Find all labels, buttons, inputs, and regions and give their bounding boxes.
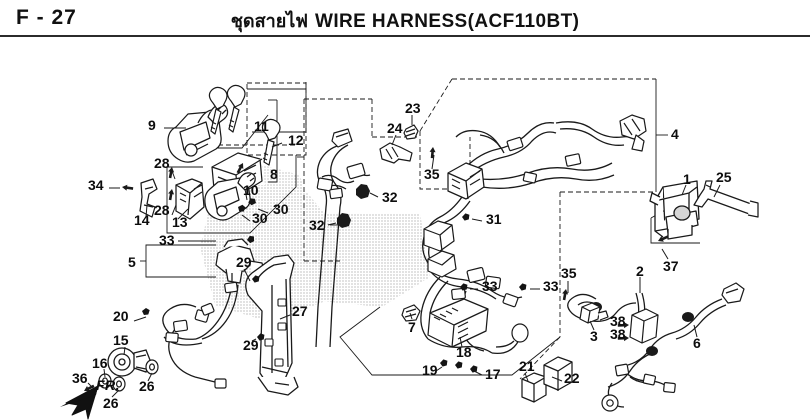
bolt-34 <box>121 184 134 192</box>
callout-17: 17 <box>485 366 501 382</box>
fuse-box-18 <box>427 298 489 348</box>
callout-37: 37 <box>663 258 679 274</box>
connector-3 <box>579 302 609 324</box>
washer-26a <box>145 359 159 375</box>
washer-26b <box>112 376 126 392</box>
callout-9: 9 <box>148 117 156 133</box>
harness-connectors-left <box>316 128 366 200</box>
callout-34: 34 <box>88 177 104 193</box>
callout-16: 16 <box>92 355 108 371</box>
callout-12: 12 <box>288 132 304 148</box>
horn-15 <box>107 347 151 377</box>
callout-25: 25 <box>716 169 732 185</box>
callout-27: 27 <box>292 303 308 319</box>
callout-28a: 28 <box>154 155 170 171</box>
page-title-english: WIRE HARNESS(ACF110BT) <box>315 11 580 32</box>
callout-20: 20 <box>113 308 129 324</box>
callout-10: 10 <box>243 182 259 198</box>
callout-33a: 33 <box>159 232 175 248</box>
page-title-thai: ชุดสายไฟ <box>230 11 309 32</box>
callout-14: 14 <box>134 212 150 228</box>
harness-connectors-right <box>506 114 647 184</box>
callout-11: 11 <box>254 118 269 134</box>
seat-lock-13 <box>175 178 205 220</box>
callout-31: 31 <box>486 211 502 227</box>
callout-23: 23 <box>405 100 421 116</box>
callout-28b: 28 <box>154 202 170 218</box>
callout-4: 4 <box>671 126 679 142</box>
leader-lines <box>87 115 721 398</box>
callout-1: 1 <box>683 171 691 187</box>
callout-38a: 38 <box>610 313 626 329</box>
callout-3: 3 <box>590 328 598 344</box>
clip-20 <box>141 307 150 316</box>
bolt-35a <box>429 146 436 159</box>
clip-19 <box>440 359 448 367</box>
relay-22 <box>543 356 573 391</box>
callout-26a: 26 <box>139 378 155 394</box>
grommet-32a <box>356 184 370 199</box>
washer-16 <box>98 373 112 389</box>
callout-15: 15 <box>113 332 129 348</box>
stand-bracket-27 <box>245 254 299 396</box>
callout-18: 18 <box>456 344 472 360</box>
clip-17a <box>455 361 463 369</box>
diagram-canvas: 9 11 12 8 28 10 34 28 13 14 30 30 33 5 2… <box>0 37 810 420</box>
switch-assembly-5 <box>215 238 265 284</box>
callout-30b: 30 <box>252 210 268 226</box>
callout-2: 2 <box>636 263 644 279</box>
key-pair-11 <box>208 84 246 135</box>
callout-26b: 26 <box>103 395 119 411</box>
callout-13: 13 <box>172 214 188 230</box>
callout-8: 8 <box>270 166 278 182</box>
lock-bracket-14 <box>139 178 158 218</box>
main-wire-harness-4 <box>455 121 645 189</box>
main-connector-block <box>447 162 485 200</box>
callout-32a: 32 <box>382 189 398 205</box>
ecu-unit-1 <box>649 180 700 240</box>
callout-7: 7 <box>408 319 416 335</box>
center-connectors <box>423 220 529 343</box>
callout-30a: 30 <box>273 201 289 217</box>
page-header: F - 27 ชุดสายไฟ WIRE HARNESS(ACF110BT) <box>0 0 810 37</box>
callout-29a: 29 <box>236 254 252 270</box>
callout-5: 5 <box>128 254 136 270</box>
diagram-artwork <box>60 78 759 420</box>
screw-28b <box>167 188 175 201</box>
sub-harness-connectors <box>601 282 745 412</box>
grommet-32b <box>337 213 351 228</box>
clip-31 <box>462 213 470 221</box>
callout-24: 24 <box>387 120 403 136</box>
callout-33c: 33 <box>543 278 559 294</box>
callout-35b: 35 <box>561 265 577 281</box>
connector-24 <box>379 142 413 164</box>
wire-connectors-5 <box>165 281 239 389</box>
grommet-23 <box>403 124 419 140</box>
callout-33b: 33 <box>482 278 498 294</box>
stand-clips <box>264 298 287 367</box>
page-title: ชุดสายไฟ WIRE HARNESS(ACF110BT) <box>0 6 810 35</box>
callout-22: 22 <box>564 370 580 386</box>
page-code: F - 27 <box>16 6 77 29</box>
callout-21: 21 <box>519 358 535 374</box>
connector-7 <box>401 304 421 322</box>
callout-36: 36 <box>72 370 88 386</box>
callout-6: 6 <box>693 335 701 351</box>
clip-33c <box>519 283 527 291</box>
callout-35a: 35 <box>424 166 440 182</box>
callout-32b: 32 <box>309 217 325 233</box>
ecu-mount-bracket-25 <box>693 180 759 218</box>
key-12 <box>261 118 281 166</box>
clip-17b <box>470 365 478 373</box>
callout-19: 19 <box>422 362 438 378</box>
callout-38b: 38 <box>610 326 626 342</box>
relay-21 <box>521 372 547 403</box>
header-divider <box>0 35 810 37</box>
callout-29b: 29 <box>243 337 259 353</box>
orientation-label: FR. <box>96 377 121 393</box>
orientation-arrow <box>60 385 99 420</box>
